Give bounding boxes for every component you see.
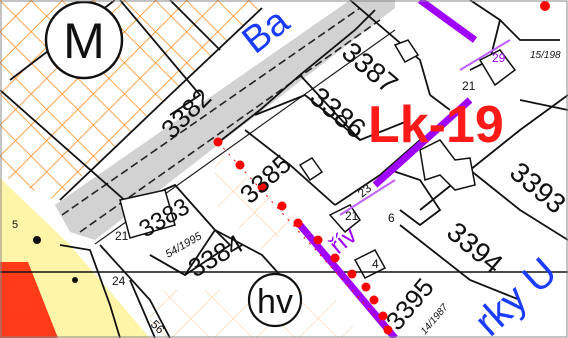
road-band (55, 0, 395, 240)
parcel-3394: 3394 (441, 216, 509, 280)
label-21-c: 21 (462, 79, 476, 93)
label-21-a: 21 (115, 229, 129, 243)
route-label: řív (325, 222, 363, 260)
label-6: 6 (388, 211, 395, 225)
label-4: 4 (372, 257, 379, 271)
light-grid-area-2 (215, 150, 300, 250)
red-area-2 (5, 282, 40, 320)
symbol-m: M (44, 0, 124, 80)
symbol-hv: hv (247, 272, 303, 328)
symbol-hv-label: hv (257, 283, 293, 321)
parcel-3393: 3393 (504, 156, 568, 220)
label-15-198: 15/198 (530, 50, 561, 61)
building-outlines (119, 39, 517, 279)
label-24: 24 (112, 274, 126, 288)
label-5: 5 (12, 219, 18, 231)
symbol-m-label: M (63, 13, 105, 69)
label-21-b: 21 (345, 209, 359, 223)
label-29: 29 (492, 51, 506, 65)
zone-label: Lk-19 (368, 96, 504, 154)
label-23: 23 (355, 181, 374, 201)
